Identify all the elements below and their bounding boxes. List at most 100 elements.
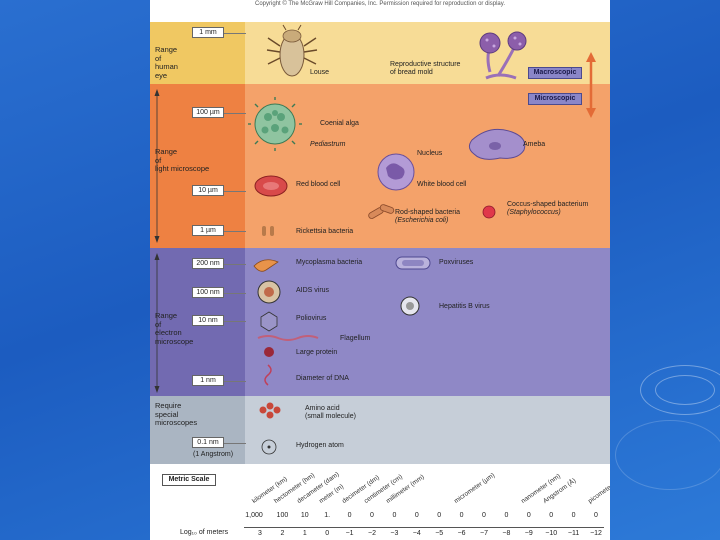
log-value: −10	[545, 530, 558, 537]
label-louse: Louse	[310, 69, 330, 76]
hepatitis-b-virus-illustration	[400, 296, 420, 316]
scale-box-0-1nm: 0.1 nm	[192, 437, 224, 448]
coenial-alga-illustration	[248, 97, 302, 151]
organism-illustrations	[248, 24, 527, 455]
mycoplasma-illustration	[253, 259, 279, 272]
label-aids-virus: AIDS virus	[296, 287, 330, 294]
flagellum-illustration	[257, 335, 319, 341]
label-rod-bacteria-species: (Escherichia coli)	[395, 217, 449, 224]
metric-value: 0	[504, 512, 509, 519]
scale-box-1nm: 1 nm	[192, 375, 224, 386]
scale-tick	[224, 231, 246, 232]
scale-tick	[224, 33, 246, 34]
scale-tick	[224, 113, 246, 114]
metric-value: 0	[549, 512, 554, 519]
hydrogen-atom-illustration	[261, 439, 277, 455]
label-red-blood-cell: Red blood cell	[296, 181, 341, 188]
white-blood-cell-illustration	[377, 153, 415, 191]
amino-acid-illustration	[259, 402, 281, 419]
scale-box-1um: 1 µm	[192, 225, 224, 236]
label-hepatitis-b: Hepatitis B virus	[439, 303, 490, 310]
log-value: −2	[368, 530, 376, 537]
log-value: −7	[480, 530, 488, 537]
rickettsia-illustration	[262, 226, 274, 236]
ameba-illustration	[468, 128, 526, 160]
metric-value: 100	[276, 512, 289, 519]
scale-tick	[224, 264, 246, 265]
metric-value: 0	[482, 512, 486, 519]
ripple-decoration	[640, 365, 720, 415]
log-value: 2	[280, 530, 285, 537]
range-column-special	[150, 396, 245, 464]
metric-value: 0	[594, 512, 598, 519]
log-value: −9	[524, 530, 533, 537]
coccus-bacterium-illustration	[482, 205, 496, 219]
log-value: −8	[502, 530, 511, 537]
range-arrows	[154, 52, 596, 393]
ripple-decoration	[615, 420, 720, 490]
label-poxviruses: Poxviruses	[439, 259, 474, 266]
copyright-notice: Copyright © The McGraw Hill Companies, I…	[255, 1, 505, 7]
log-axis-line	[244, 527, 604, 528]
label-ameba: Ameba	[523, 141, 546, 148]
metric-value: 0	[370, 512, 374, 519]
metric-value: 0	[437, 512, 442, 519]
log-value: −4	[412, 530, 421, 537]
scale-box-10um: 10 µm	[192, 185, 224, 196]
log-value: −3	[390, 530, 399, 537]
log-value: −11	[567, 530, 580, 537]
scale-tick	[224, 321, 246, 322]
scale-tick	[224, 443, 246, 444]
metric-value: 1.	[324, 512, 331, 519]
metric-value: 0	[347, 512, 352, 519]
log-value: −12	[590, 530, 602, 537]
scale-tick	[224, 381, 246, 382]
label-nucleus: Nucleus	[417, 150, 443, 157]
metric-value: 1,000	[245, 512, 263, 519]
large-protein-illustration	[264, 347, 274, 357]
tag-macroscopic: Macroscopic	[528, 67, 582, 79]
metric-value: 10	[300, 512, 309, 519]
log-value: −5	[435, 530, 444, 537]
label-pediastrum: Pediastrum	[310, 141, 346, 148]
scale-box-1mm: 1 mm	[192, 27, 224, 38]
scale-box-200nm: 200 nm	[192, 258, 224, 269]
label-hydrogen-atom: Hydrogen atom	[296, 442, 344, 449]
label-rickettsia: Rickettsia bacteria	[296, 228, 354, 235]
dna-illustration	[264, 364, 272, 386]
log-value: 1	[302, 530, 307, 537]
diagram-slide: Copyright © The McGraw Hill Companies, I…	[150, 0, 610, 540]
log-value: 3	[258, 530, 262, 537]
label-amino-acid: Amino acid(small molecule)	[305, 405, 356, 420]
metric-value: 0	[526, 512, 531, 519]
log-value: 0	[325, 530, 330, 537]
label-coccus-bacterium: Coccus-shaped bacterium	[507, 201, 589, 208]
louse-illustration	[266, 24, 318, 77]
scale-box-100um: 100 µm	[192, 107, 224, 118]
label-coccus-species: (Staphylococcus)	[507, 209, 561, 216]
scale-tick	[224, 293, 246, 294]
rod-bacteria-illustration	[368, 204, 395, 219]
label-rod-bacteria: Rod-shaped bacteria	[395, 209, 460, 216]
label-dna: Diameter of DNA	[296, 375, 349, 382]
label-coenial-alga: Coenial alga	[320, 120, 359, 127]
scale-tick	[224, 191, 246, 192]
metric-value: 0	[459, 512, 464, 519]
label-poliovirus: Poliovirus	[296, 315, 327, 322]
log-value: −1	[345, 530, 354, 537]
tag-microscopic: Microscopic	[528, 93, 582, 105]
label-flagellum: Flagellum	[340, 335, 371, 342]
metric-value: 0	[571, 512, 576, 519]
metric-value: 0	[414, 512, 419, 519]
poliovirus-illustration	[260, 311, 278, 332]
bread-mold-illustration	[479, 31, 527, 80]
red-blood-cell-illustration	[254, 175, 288, 197]
label-large-protein: Large protein	[296, 349, 338, 356]
log-label: Log₁₀ of meters	[180, 529, 229, 536]
log-value: −6	[457, 530, 466, 537]
angstrom-note: (1 Angstrom)	[193, 451, 234, 458]
